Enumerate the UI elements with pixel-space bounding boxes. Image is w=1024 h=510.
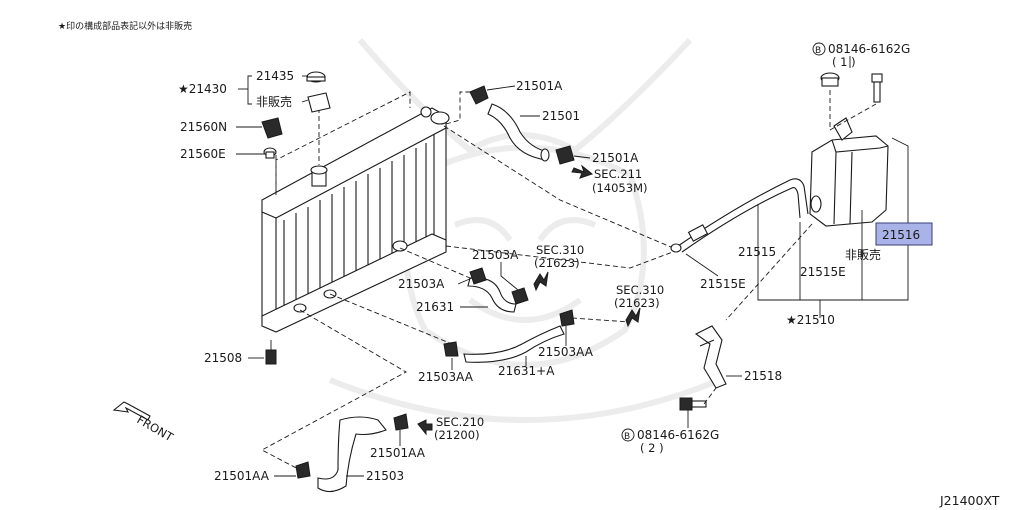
label-not-sold-tank: 非販売 xyxy=(845,247,881,262)
label-21501AA-left: 21501AA xyxy=(214,469,270,483)
bolt-marker-b-bottom: B xyxy=(621,428,635,442)
label-21560N: 21560N xyxy=(180,120,227,134)
label-21515: 21515 xyxy=(738,245,776,259)
grommet-21560E xyxy=(263,147,277,159)
front-arrow-icon xyxy=(112,401,151,421)
label-sec310-2-ref: (21623) xyxy=(614,296,660,310)
label-21508: 21508 xyxy=(204,351,242,365)
label-sec211-ref: (14053M) xyxy=(592,181,647,195)
diagram-code: J21400XT xyxy=(939,493,1000,508)
label-not-sold-cap: 非販売 xyxy=(256,94,292,109)
label-21631A: 21631+A xyxy=(498,364,555,378)
reservoir-tank-21516 xyxy=(809,117,889,227)
label-21501A-top: 21501A xyxy=(516,79,563,93)
header-note: ★印の構成部品表記以外は非販売 xyxy=(58,20,192,32)
label-21503AA-right: 21503AA xyxy=(538,345,594,359)
overflow-hose-21515 xyxy=(670,178,809,253)
label-sec210: SEC.210 xyxy=(436,415,484,429)
highlight-21516[interactable] xyxy=(875,222,933,246)
clamp-21501AA-left xyxy=(295,461,311,479)
label-21430: ★21430 xyxy=(178,82,227,96)
label-bolt-top: 08146-6162G xyxy=(828,42,910,56)
svg-text:B: B xyxy=(815,46,821,56)
clamp-21503AA-left xyxy=(443,341,459,357)
mount-21560N xyxy=(261,117,283,139)
hose-21631A xyxy=(463,325,565,363)
bolt-bottom xyxy=(679,397,707,411)
label-sec310-1-ref: (21623) xyxy=(534,256,580,270)
cap-assembly xyxy=(307,92,331,113)
label-21518: 21518 xyxy=(744,369,782,383)
label-sec211: SEC.211 xyxy=(594,167,642,181)
bolt-top xyxy=(871,73,883,103)
label-bolt-top-qty: ( 1 ) xyxy=(832,55,856,69)
clamp-21503AA-right xyxy=(559,309,575,327)
svg-text:B: B xyxy=(624,432,630,442)
bolt-marker-b-top: B xyxy=(812,42,826,56)
upper-hose-21501 xyxy=(487,103,550,162)
clamp-21503A-left xyxy=(469,267,487,285)
radiator-core xyxy=(261,106,450,365)
bracket-21518 xyxy=(694,325,727,389)
lower-hose-21503 xyxy=(317,416,387,493)
label-bolt-bottom: 08146-6162G xyxy=(637,428,719,442)
clamp-21501A-mid xyxy=(555,145,575,165)
hose-21631 xyxy=(467,277,517,313)
label-21501A-mid: 21501A xyxy=(592,151,639,165)
label-sec310-1: SEC.310 xyxy=(536,243,584,257)
radiator-cap-21435 xyxy=(306,71,326,83)
label-21515E-left: 21515E xyxy=(700,277,746,291)
label-sec310-2: SEC.310 xyxy=(616,283,664,297)
reservoir-cap xyxy=(820,72,840,87)
label-21510: ★21510 xyxy=(786,313,835,327)
label-21631: 21631 xyxy=(416,300,454,314)
label-21516: 21516 xyxy=(882,228,920,242)
label-sec210-ref: (21200) xyxy=(434,428,480,442)
label-21503A-upper: 21503A xyxy=(472,248,519,262)
label-21515E-right: 21515E xyxy=(800,265,846,279)
label-21503: 21503 xyxy=(366,469,404,483)
label-21560E: 21560E xyxy=(180,147,226,161)
label-21503AA-left: 21503AA xyxy=(418,370,474,384)
clamp-21501AA-right xyxy=(393,413,409,431)
front-label: FRONT xyxy=(135,412,177,444)
label-21501AA-right: 21501AA xyxy=(370,446,426,460)
clamp-21501A-top xyxy=(469,85,489,105)
label-21501: 21501 xyxy=(542,109,580,123)
label-21503A-left: 21503A xyxy=(398,277,445,291)
label-21435: 21435 xyxy=(256,69,294,83)
label-bolt-bottom-qty: ( 2 ) xyxy=(640,441,664,455)
clamp-21503A-upper xyxy=(511,287,529,305)
